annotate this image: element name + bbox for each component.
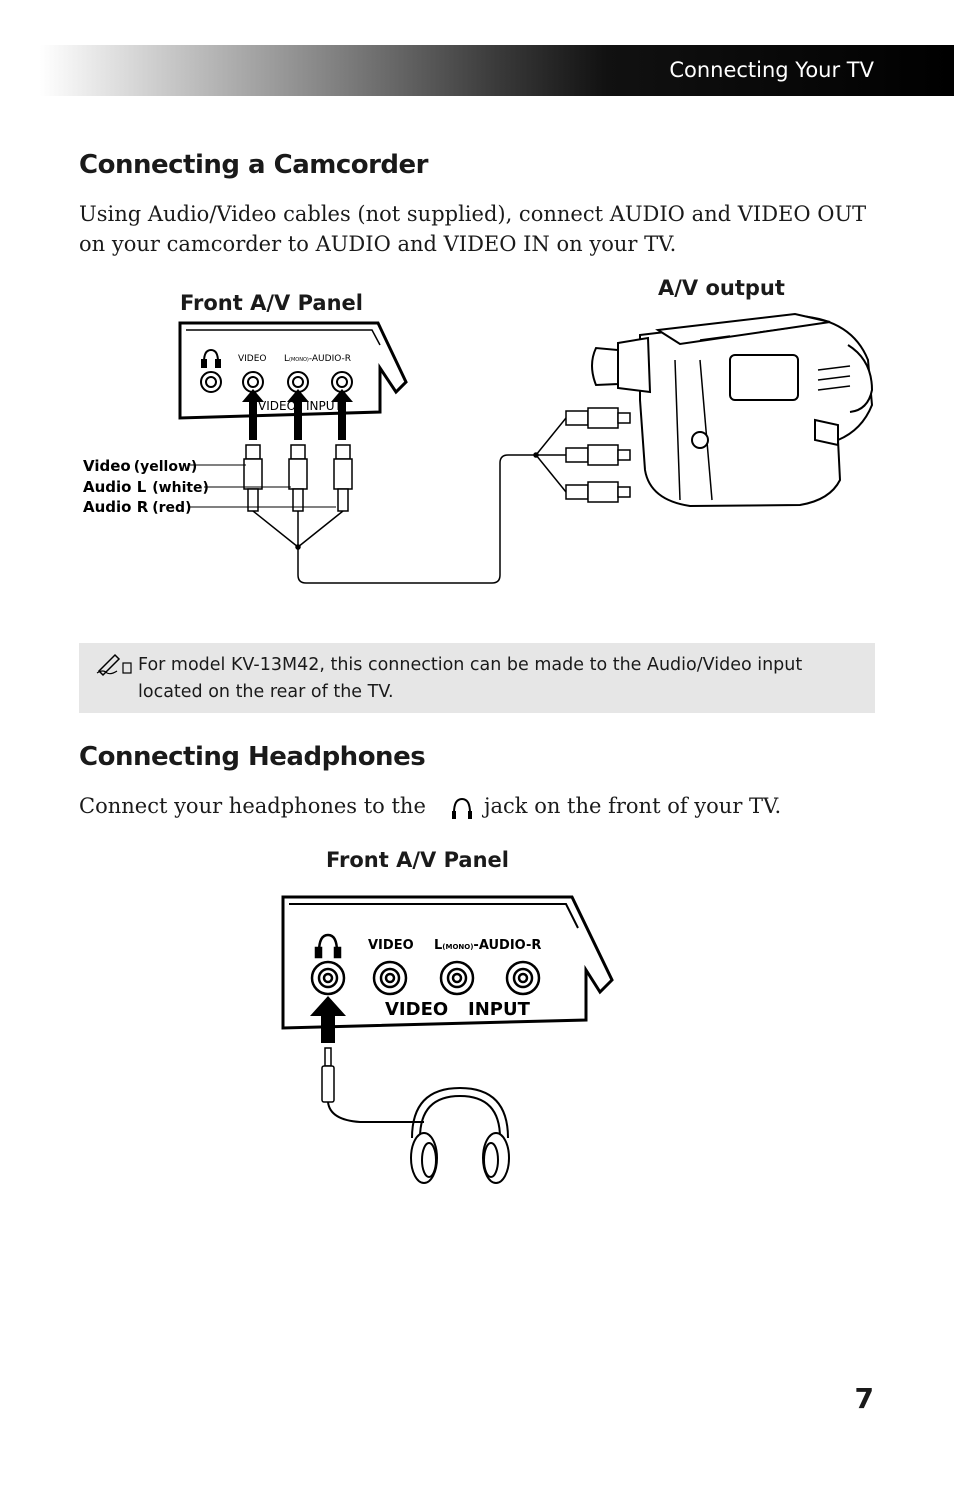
cable-label-video: Video(yellow): [83, 457, 197, 475]
headphone-jack-icon-2: [314, 933, 342, 959]
camcorder-plugs: [565, 407, 631, 503]
panel2-audio-label: L(MONO)-AUDIO-R: [434, 938, 541, 953]
note-pencil-icon: [96, 653, 132, 677]
av-output-label: A/V output: [658, 276, 785, 300]
note-text: For model KV-13M42, this connection can …: [138, 655, 803, 702]
cable-label-audio-r: Audio R(red): [83, 498, 191, 516]
panel-video-input-1: VIDEO: [258, 399, 296, 413]
insert-arrow: [310, 996, 346, 1043]
panel2-video-label: VIDEO: [368, 938, 414, 953]
camcorder-illustration: [591, 312, 874, 508]
av-cables: [190, 417, 567, 584]
panel-audio-label: L(MONO)-AUDIO-R: [284, 354, 351, 364]
note-box: For model KV-13M42, this connection can …: [79, 643, 875, 713]
headphones-heading: Connecting Headphones: [79, 742, 426, 772]
panel-video-input-2: INPUT: [306, 399, 343, 413]
panel2-video-input-1: VIDEO: [385, 999, 448, 1020]
rca-plugs: [243, 444, 353, 512]
camcorder-diagram: VIDEO L(MONO)-AUDIO-R VIDEO INPUT: [83, 312, 874, 584]
panel2-jacks: [310, 960, 541, 996]
headphones-body-before: Connect your headphones to the: [79, 794, 426, 818]
tv-front-panel: [178, 321, 408, 420]
cable-label-audio-l: Audio L(white): [83, 478, 209, 496]
section-title: Connecting Your TV: [669, 58, 874, 82]
headphones-front-panel-label: Front A/V Panel: [326, 848, 509, 872]
panel-video-label: VIDEO: [238, 354, 267, 364]
page-number: 7: [854, 1382, 874, 1415]
panel2-video-input-2: INPUT: [468, 999, 531, 1020]
camcorder-body: Using Audio/Video cables (not supplied),…: [79, 202, 867, 256]
headphone-icon: [452, 797, 472, 819]
insert-arrows: [242, 389, 353, 440]
headphone-plug: [321, 1047, 335, 1103]
headphones-illustration: [327, 1086, 510, 1184]
header-band: [40, 45, 954, 96]
headphones-body-after: jack on the front of your TV.: [484, 794, 782, 818]
camcorder-heading: Connecting a Camcorder: [79, 150, 429, 180]
headphones-diagram: VIDEO L(MONO)-AUDIO-R VIDEO INPUT: [281, 895, 614, 1184]
front-panel-label: Front A/V Panel: [180, 291, 363, 315]
headphone-jack-icon: [201, 348, 221, 368]
